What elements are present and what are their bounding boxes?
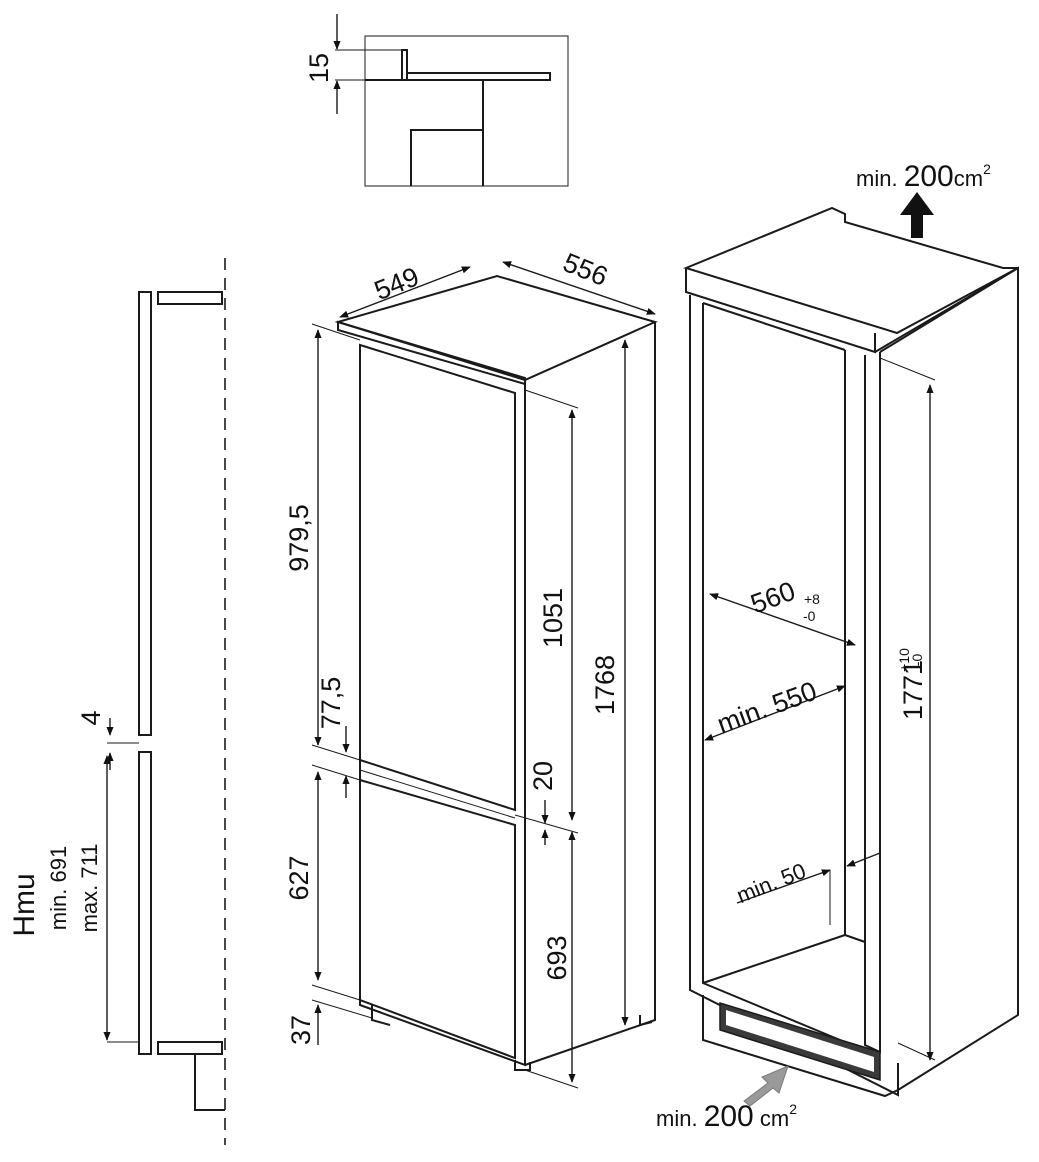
niche-right-board <box>864 352 881 1054</box>
profile-upper-door <box>138 291 152 736</box>
detail-worktop <box>407 72 551 81</box>
width-dim <box>339 266 471 318</box>
top-vent-prefix: min. <box>856 166 898 191</box>
ext-low-left <box>311 764 361 781</box>
bottom-vent-prefix: min. <box>656 1106 698 1131</box>
total-height-label: 1768 <box>590 655 620 715</box>
detail-appliance <box>410 129 483 186</box>
profile-plinth <box>194 1054 225 1111</box>
vent-gap-arrow-b <box>846 852 881 867</box>
niche-height-tol-plus: +10 <box>896 648 912 672</box>
niche-inner-left <box>702 303 865 1051</box>
bottom-vent-exp: 2 <box>789 1101 797 1117</box>
appliance-right-side <box>524 322 656 1066</box>
bottom-door-label: 627 <box>284 855 314 900</box>
niche-depth-dim <box>704 685 846 741</box>
niche-height-value: 1771 <box>898 660 928 720</box>
niche-right-side <box>879 266 1019 1091</box>
depth-label: 556 <box>559 247 612 292</box>
appliance-side-foot <box>639 1015 653 1027</box>
appliance-upper-door <box>359 343 516 812</box>
ext-mid-left <box>311 744 361 761</box>
ventilation-grille-opening <box>726 1010 874 1072</box>
ext-bottom-left <box>311 984 361 1001</box>
top-vent-exp: 2 <box>983 161 991 177</box>
ext-top-left <box>311 323 361 341</box>
vent-gap-label: min. 50 <box>733 858 809 908</box>
niche-floor-edge <box>844 934 866 943</box>
hmu-max-label: max. 711 <box>77 844 102 933</box>
hmu-label: Hmu <box>8 873 41 936</box>
niche-plinth <box>702 995 899 1098</box>
top-door-label: 979,5 <box>284 504 314 572</box>
niche-top <box>683 206 1019 335</box>
niche-depth-label: min. 550 <box>713 676 821 740</box>
ext-bottom-right <box>524 1069 579 1089</box>
profile-top-shelf <box>157 291 223 305</box>
profile-bottom-shelf <box>157 1041 223 1055</box>
top-vent-value: 200 <box>904 160 954 193</box>
bottom-airflow-arrow-icon <box>743 1065 789 1107</box>
profile-lower-door <box>138 751 152 1055</box>
gap-top-label: 77,5 <box>316 677 346 730</box>
ext-mid-right <box>514 814 579 834</box>
niche-drawing: 560 +8 -0 min. 550 min. 50 1771 +10 -0 m… <box>656 160 1019 1133</box>
foot-label: 37 <box>286 1015 316 1045</box>
mid-gap-label: 20 <box>528 761 558 791</box>
hmu-min-label: min. 691 <box>46 846 71 930</box>
top-vent-label: min. 200cm2 <box>856 160 991 193</box>
side-profile: 4 Hmu min. 691 max. 711 <box>8 258 226 1145</box>
height-ext-top <box>879 357 936 381</box>
ext-foot-left <box>311 999 373 1019</box>
bottom-section-label: 693 <box>542 935 572 980</box>
ext-top-right <box>524 389 579 409</box>
detail-gap-label: 15 <box>304 53 334 83</box>
vent-gap-arrow-a <box>736 869 831 904</box>
top-airflow-arrow-icon <box>900 192 934 238</box>
bottom-vent-value: 200 <box>704 1100 754 1133</box>
appliance-lower-door <box>359 778 516 1060</box>
profile-gap-label: 4 <box>76 710 106 725</box>
niche-inner-top <box>702 302 846 351</box>
appliance-drawing: 549 556 979,5 77,5 627 37 1051 20 693 17… <box>284 247 658 1089</box>
detail-door-profile <box>365 49 408 81</box>
niche-width-tol-minus: -0 <box>803 608 816 624</box>
top-detail: 15 <box>304 14 569 187</box>
niche-top-front <box>685 268 876 354</box>
niche-width-number: 560 <box>747 576 800 620</box>
appliance-front-side <box>359 345 526 1067</box>
appliance-rear-foot <box>514 1060 531 1071</box>
niche-width-tol-plus: +8 <box>804 591 820 607</box>
appliance-door-gap <box>359 769 516 819</box>
appliance-front-foot <box>371 1005 391 1026</box>
niche-width-dim <box>709 593 856 646</box>
depth-dim <box>502 261 656 315</box>
niche-height-tol-minus: -0 <box>909 654 925 667</box>
top-section-label: 1051 <box>538 588 568 648</box>
detail-frame <box>364 35 569 187</box>
bottom-vent-unit: cm <box>760 1106 789 1131</box>
bottom-vent-label: min. 200 cm2 <box>656 1100 797 1133</box>
niche-width-value: 560 <box>747 576 800 620</box>
top-vent-unit: cm <box>954 166 983 191</box>
appliance-top-edge <box>337 320 526 386</box>
